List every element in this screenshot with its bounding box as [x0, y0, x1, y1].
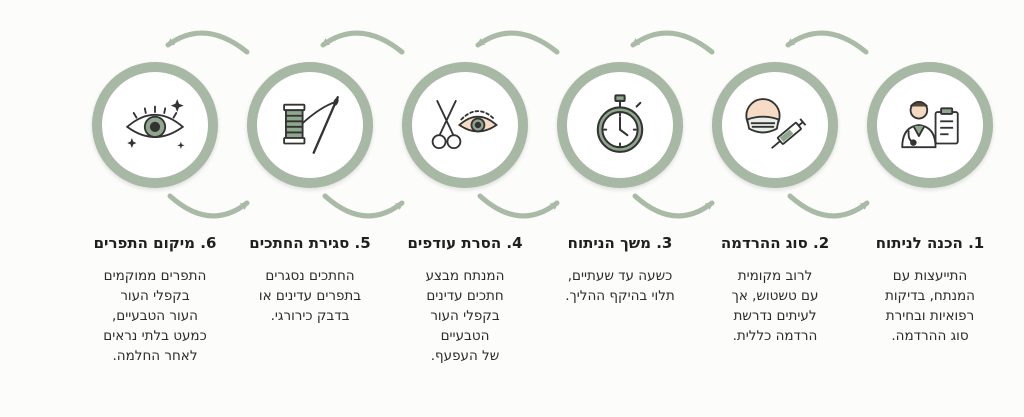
step-5-circle	[247, 62, 373, 188]
arrow-top-1	[785, 30, 869, 55]
mask-syringe-icon	[745, 98, 807, 149]
step-3-title: 3. משך הניתוח	[567, 234, 673, 252]
step-6-circle	[92, 62, 218, 188]
step-5-title: 5. סגירת החתכים	[249, 234, 371, 252]
stopwatch-icon	[596, 94, 644, 153]
step-4-description: המנתח מבצע חתכים עדינים בקפלי העור הטבעי…	[425, 268, 505, 364]
arrow-bottom-5	[787, 193, 870, 219]
step-4-circle	[402, 62, 528, 188]
step-1: 1. הכנה לניתוח התייעצות עם המנתח, בדיקות…	[850, 0, 1010, 417]
arrow-bottom-1	[167, 193, 250, 219]
step-1-circle	[867, 62, 993, 188]
step-6: 6. מיקום התפרים התפרים ממוקמים בקפלי העו…	[75, 0, 235, 417]
arrow-top-5	[165, 30, 250, 55]
arrow-bottom-3	[477, 193, 560, 219]
needle-thread-icon	[283, 96, 339, 154]
step-6-description: התפרים ממוקמים בקפלי העור העור הטבעיים, …	[103, 268, 207, 364]
step-3-description: כשעה עד שעתיים, תלוי בהיקף ההליך.	[565, 268, 675, 304]
step-2-circle	[712, 62, 838, 188]
arrow-bottom-4	[632, 193, 715, 219]
step-4-title: 4. הסרת עודפים	[407, 234, 523, 252]
doctor-clipboard-icon	[901, 100, 959, 149]
step-2-description: לרוב מקומית עם טשטוש, אך לעיתים נדרשת הר…	[731, 268, 819, 344]
step-3: 3. משך הניתוח כשעה עד שעתיים, תלוי בהיקף…	[540, 0, 700, 417]
arrow-top-4	[320, 30, 405, 55]
arrow-bottom-2	[322, 193, 405, 219]
step-5: 5. סגירת החתכים החתכים נסגרים בתפרים עדי…	[230, 0, 390, 417]
step-4: 4. הסרת עודפים המנתח מבצע חתכים עדינים ב…	[385, 0, 545, 417]
arrow-top-3	[475, 30, 560, 55]
step-5-description: החתכים נסגרים בתפרים עדינים או בדבק כירו…	[258, 268, 362, 324]
step-1-description: התייעצות עם המנתח, בדיקות רפואיות ובחירת…	[885, 268, 975, 344]
step-6-title: 6. מיקום התפרים	[93, 234, 217, 252]
step-2: 2. סוג ההרדמה לרוב מקומית עם טשטוש, אך ל…	[695, 0, 855, 417]
step-1-title: 1. הכנה לניתוח	[875, 234, 985, 252]
sparkling-eye-icon	[125, 99, 185, 150]
step-3-circle	[557, 62, 683, 188]
step-2-title: 2. סוג ההרדמה	[720, 234, 830, 252]
arrow-top-2	[630, 30, 715, 55]
scissors-eye-icon	[431, 100, 498, 150]
